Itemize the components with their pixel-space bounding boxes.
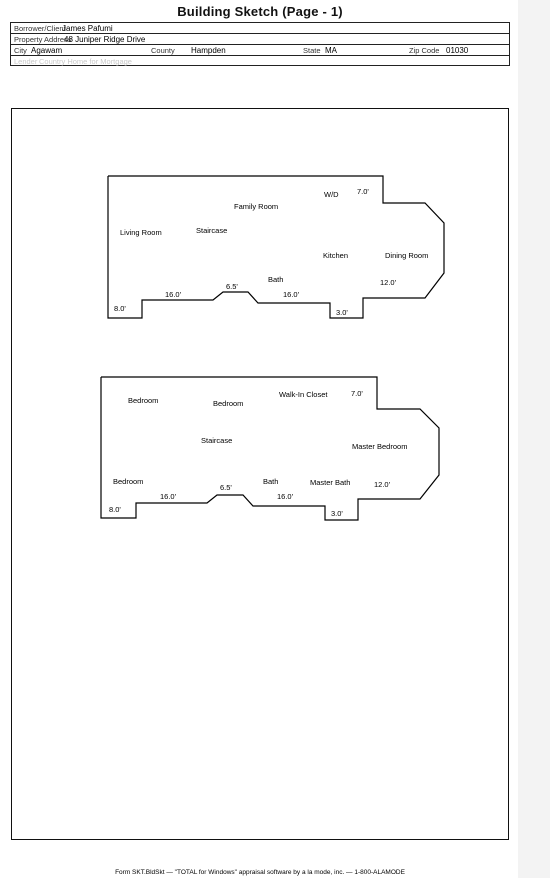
address-label: Property Address — [14, 35, 72, 44]
lender-row: Lender Country Home for Mortgage — [11, 56, 509, 66]
city-label: City — [14, 46, 27, 55]
room-label: Living Room — [120, 228, 162, 237]
state-label: State — [303, 46, 321, 55]
dimension-label: 6.5' — [220, 483, 232, 492]
room-label: Master Bedroom — [352, 442, 407, 451]
page-title: Building Sketch (Page - 1) — [177, 4, 343, 19]
address-row: Property Address 48 Juniper Ridge Drive — [11, 34, 509, 45]
room-label: W/D — [324, 190, 339, 199]
city-value: Agawam — [31, 46, 63, 55]
county-value: Hampden — [191, 46, 226, 55]
sketch-frame — [11, 108, 509, 840]
room-label: Bath — [263, 477, 278, 486]
dimension-label: 3.0' — [336, 308, 348, 317]
second-floor-outline — [100, 376, 440, 521]
dimension-label: 16.0' — [165, 290, 182, 299]
dimension-label: 7.0' — [351, 389, 363, 398]
location-row: City Agawam County Hampden State MA Zip … — [11, 45, 509, 56]
room-label: Family Room — [234, 202, 278, 211]
dimension-label: 3.0' — [331, 509, 343, 518]
dimension-label: 16.0' — [277, 492, 294, 501]
room-label: Walk-In Closet — [279, 390, 328, 399]
dimension-label: 6.5' — [226, 282, 238, 291]
lender-value: Country Home for Mortgage — [39, 57, 132, 66]
state-value: MA — [325, 46, 337, 55]
room-label: Bedroom — [213, 399, 243, 408]
page-edge-shadow — [518, 0, 550, 878]
room-label: Staircase — [196, 226, 227, 235]
form-footer: Form SKT.BldSkt — "TOTAL for Windows" ap… — [115, 869, 405, 876]
address-value: 48 Juniper Ridge Drive — [64, 35, 146, 44]
dimension-label: 12.0' — [374, 480, 391, 489]
dimension-label: 7.0' — [357, 187, 369, 196]
dimension-label: 8.0' — [114, 304, 126, 313]
room-label: Kitchen — [323, 251, 348, 260]
first-floor-outline — [107, 175, 445, 319]
room-label: Bath — [268, 275, 283, 284]
dimension-label: 16.0' — [160, 492, 177, 501]
room-label: Master Bath — [310, 478, 350, 487]
dimension-label: 12.0' — [380, 278, 397, 287]
borrower-row: Borrower/Client James Pafumi — [11, 23, 509, 34]
room-label: Bedroom — [113, 477, 143, 486]
room-label: Bedroom — [128, 396, 158, 405]
dimension-label: 8.0' — [109, 505, 121, 514]
room-label: Staircase — [201, 436, 232, 445]
county-label: County — [151, 46, 175, 55]
zip-label: Zip Code — [409, 46, 440, 55]
property-header-form: Borrower/Client James Pafumi Property Ad… — [10, 22, 510, 66]
lender-label: Lender — [14, 57, 38, 66]
borrower-label: Borrower/Client — [14, 24, 66, 33]
room-label: Dining Room — [385, 251, 428, 260]
dimension-label: 16.0' — [283, 290, 300, 299]
zip-value: 01030 — [446, 46, 469, 55]
borrower-value: James Pafumi — [62, 24, 113, 33]
